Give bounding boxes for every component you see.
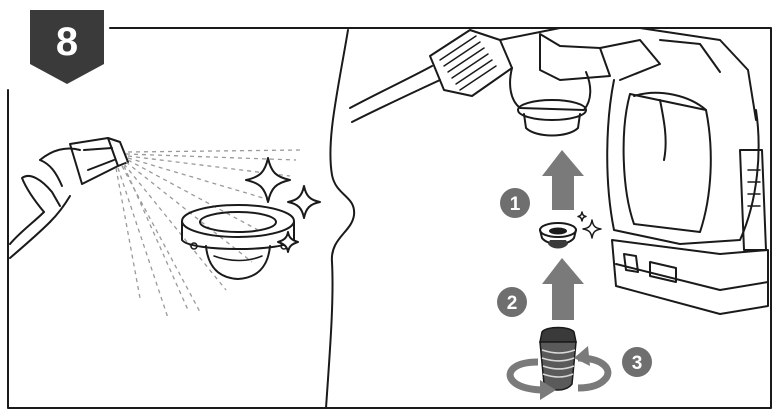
sparkle-icon	[245, 157, 321, 253]
step-badge: 8	[30, 10, 104, 84]
step-number: 8	[56, 20, 78, 64]
filter-small	[539, 222, 577, 249]
step-badge-shape	[30, 10, 104, 84]
garden-hose-nozzle	[9, 137, 129, 259]
arrow-up-1	[542, 150, 584, 210]
filter-cup	[181, 204, 295, 280]
step-marker-label: 3	[632, 353, 643, 374]
step-marker-label: 2	[507, 293, 518, 314]
sparkle-icon	[577, 211, 602, 239]
step-marker-2: 2	[497, 287, 527, 317]
step-marker-3: 3	[622, 347, 652, 377]
panel-frame	[7, 27, 772, 409]
pressure-washer-gun	[349, 27, 769, 315]
step-marker-label: 1	[510, 194, 521, 215]
scene-divider	[325, 29, 356, 409]
step-marker-1: 1	[500, 188, 530, 218]
threaded-filter	[539, 326, 577, 391]
arrow-up-2	[542, 258, 584, 320]
water-spray	[115, 149, 301, 319]
rotate-arrow-icon	[506, 346, 612, 400]
